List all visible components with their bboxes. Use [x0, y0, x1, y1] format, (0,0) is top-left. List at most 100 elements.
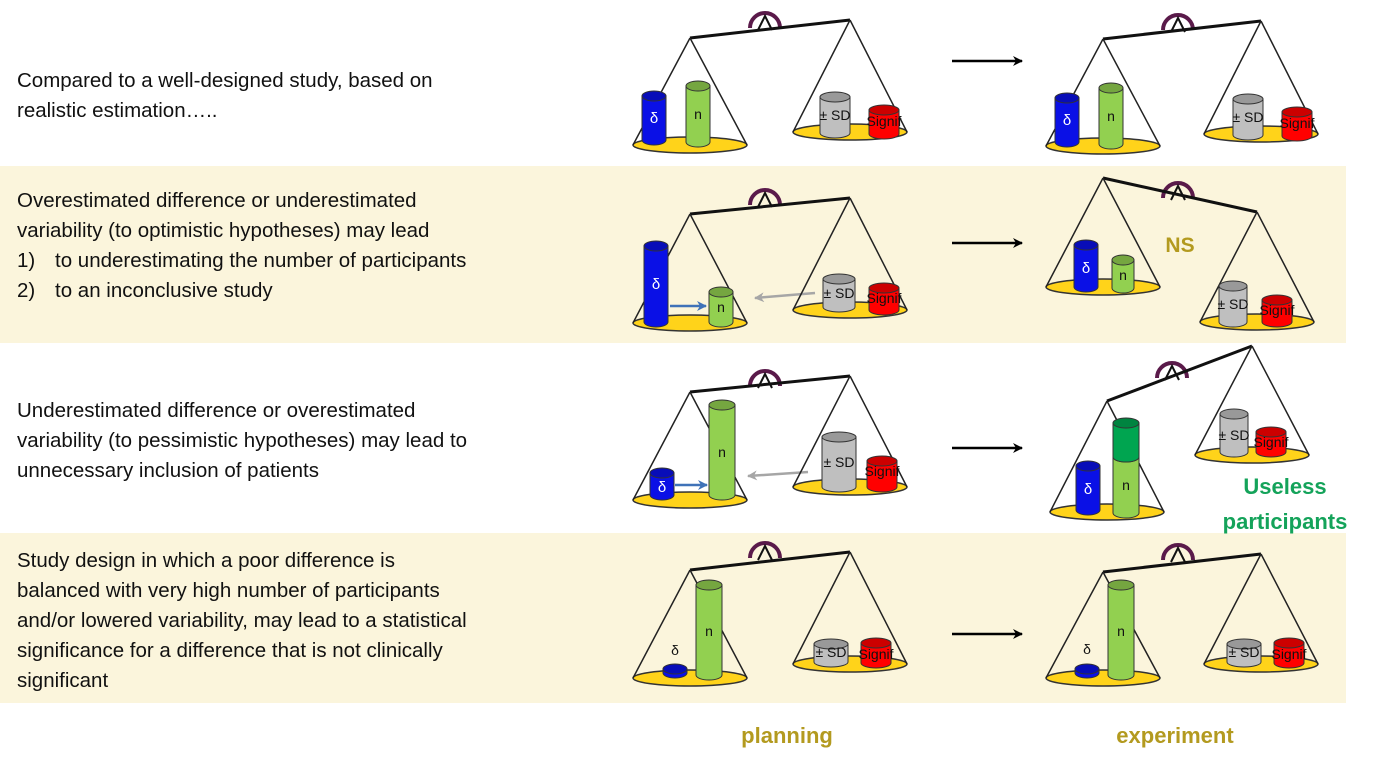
row-2-item-1-num: 1) [17, 249, 36, 272]
row-2-line-2: variability (to optimistic hypotheses) m… [17, 219, 430, 242]
row-2-item-1-text: to underestimating the number of partici… [55, 249, 467, 272]
signif-label: Signif [1271, 646, 1306, 662]
row-3-line-1: Underestimated difference or overestimat… [17, 399, 416, 422]
sd-cylinder [1232, 93, 1264, 141]
n-cylinder [695, 579, 723, 681]
fulcrum-icon [748, 541, 782, 561]
delta-cylinder [1074, 663, 1100, 679]
delta-cylinder [1075, 460, 1101, 516]
delta-label: δ [652, 276, 660, 293]
delta-label: δ [650, 110, 658, 127]
n-label: n [1107, 108, 1115, 124]
delta-label: δ [671, 642, 679, 658]
sd-cylinder [1226, 638, 1262, 668]
row-2-item-2-text: to an inconclusive study [55, 279, 273, 302]
beam [1102, 176, 1258, 214]
signif-cylinder [866, 455, 898, 493]
delta-label: δ [1084, 481, 1092, 498]
n-label: n [705, 623, 713, 639]
gray-shift-arrow-row-3 [747, 470, 809, 481]
sd-label: ± SD [1232, 109, 1263, 125]
sd-cylinder [821, 431, 857, 493]
n-label: n [694, 106, 702, 122]
extra-participants-cylinder [1112, 417, 1140, 463]
scale-row-1-planning: δ n ± SD Signif [632, 11, 908, 154]
signif-cylinder [868, 104, 900, 140]
sd-label: ± SD [1228, 644, 1259, 660]
sd-label: ± SD [1217, 296, 1248, 312]
sd-label: ± SD [819, 107, 850, 123]
delta-label: δ [658, 479, 666, 496]
row-3-text: Underestimated difference or overestimat… [17, 396, 467, 486]
signif-cylinder [1273, 637, 1305, 669]
delta-label: δ [1083, 641, 1091, 657]
row-2-item-2: 2) to an inconclusive study [17, 276, 466, 306]
fulcrum-icon [748, 11, 782, 31]
signif-cylinder [1281, 106, 1313, 142]
row-3-line-2: variability (to pessimistic hypotheses) … [17, 429, 468, 452]
row-4-text: Study design in which a poor difference … [17, 546, 467, 696]
row-4-line-4: significance for a difference that is no… [17, 639, 443, 662]
delta-label: δ [1082, 260, 1090, 277]
sd-cylinder [813, 638, 849, 668]
row-2-text: Overestimated difference or underestimat… [17, 186, 466, 306]
signif-label: Signif [864, 463, 899, 479]
signif-cylinder [1255, 426, 1287, 458]
delta-cylinder [641, 90, 667, 146]
left-pan [632, 569, 748, 687]
beam [689, 550, 851, 572]
signif-cylinder [1261, 294, 1293, 328]
signif-label: Signif [1259, 302, 1294, 318]
row-1-line-1: Compared to a well-designed study, based… [17, 69, 433, 92]
n-label: n [717, 299, 725, 315]
right-pan [1194, 345, 1310, 464]
n-cylinder [1107, 579, 1135, 681]
row-2-line-1: Overestimated difference or underestimat… [17, 189, 417, 212]
row-2-item-1: 1) to underestimating the number of parti… [17, 246, 466, 276]
sd-cylinder [822, 273, 856, 313]
signif-cylinder [868, 282, 900, 316]
signif-cylinder [860, 637, 892, 669]
n-label: n [1117, 623, 1125, 639]
fulcrum-icon [748, 188, 782, 208]
row-band-2 [0, 166, 1346, 343]
signif-label: Signif [858, 646, 893, 662]
sd-label: ± SD [815, 644, 846, 660]
useless-label-line-1: Useless [1243, 474, 1326, 499]
scale-row-4-experiment: δ n ± SD Signif [1045, 543, 1319, 687]
right-pan [1199, 211, 1315, 331]
n-cylinder [1111, 254, 1135, 294]
row-4-line-1: Study design in which a poor difference … [17, 549, 395, 572]
left-pan [1049, 400, 1165, 521]
ns-label: NS [1165, 234, 1194, 257]
n-cylinder [708, 286, 734, 328]
row-1-text: Compared to a well-designed study, based… [17, 66, 433, 126]
n-label: n [1119, 267, 1127, 283]
delta-label: δ [1063, 112, 1071, 129]
row-4-line-3: and/or lowered variability, may lead to … [17, 609, 467, 632]
left-pan [1045, 571, 1161, 687]
beam [689, 374, 851, 394]
row-2-item-2-num: 2) [17, 279, 36, 302]
beam [689, 18, 851, 40]
sd-cylinder [1219, 408, 1249, 458]
sd-label: ± SD [1218, 427, 1249, 443]
beam [1102, 552, 1262, 574]
n-label: n [1122, 477, 1130, 493]
scale-row-2-experiment: δ n ± SD Signif [1045, 176, 1315, 331]
fulcrum-icon [1161, 13, 1195, 33]
useless-label-line-2: participants [1223, 509, 1348, 534]
left-pan [1045, 177, 1161, 296]
signif-label: Signif [866, 290, 901, 306]
planning-label: planning [741, 723, 833, 748]
signif-label: Signif [866, 113, 901, 129]
delta-cylinder [1073, 239, 1099, 293]
row-4-line-2: balanced with very high number of partic… [17, 579, 440, 602]
sd-cylinder [1218, 280, 1248, 328]
row-1-line-2: realistic estimation….. [17, 99, 218, 122]
